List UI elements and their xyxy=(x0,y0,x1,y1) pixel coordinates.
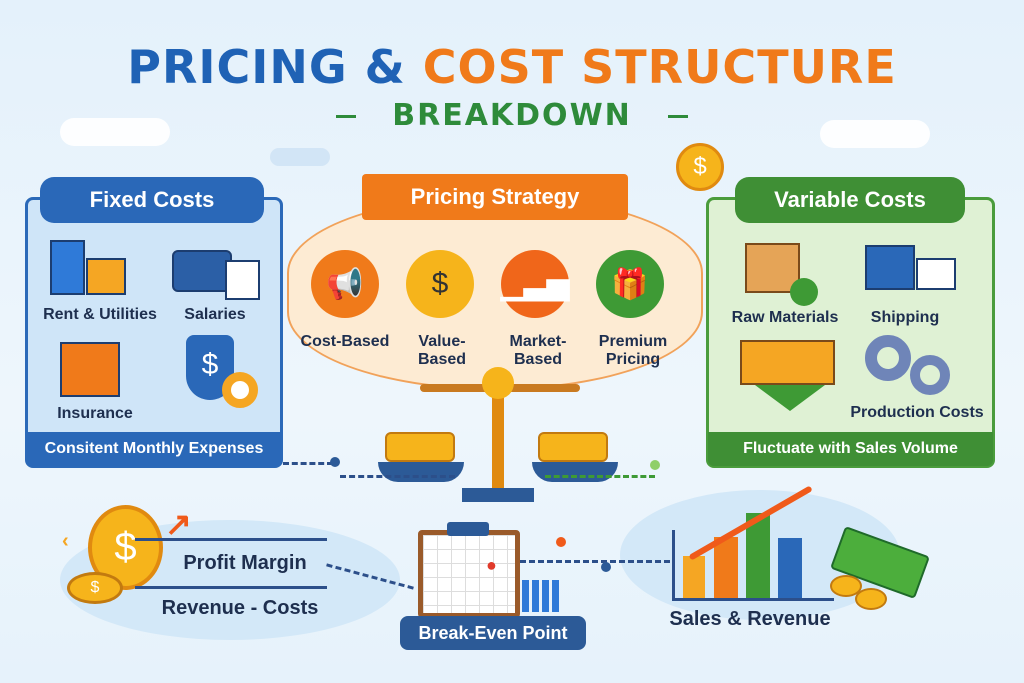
rent-utilities-label: Rent & Utilities xyxy=(43,306,157,323)
up-arrow-icon: ↗ xyxy=(165,506,192,542)
connector-line xyxy=(520,560,670,563)
scale-pan xyxy=(532,462,618,482)
premium-pricing-label: Premium Pricing xyxy=(598,333,668,368)
gears-icon xyxy=(865,335,911,381)
variable-costs-footer: Fluctuate with Sales Volume xyxy=(708,432,993,466)
dollar-coin-icon: $ xyxy=(676,143,724,191)
down-arrow-icon xyxy=(755,385,825,411)
sales-chart-axis xyxy=(672,598,834,601)
insurance-label: Insurance xyxy=(57,405,133,422)
cloud xyxy=(60,118,170,146)
market-based-label: Market-Based xyxy=(509,333,567,368)
sales-bar xyxy=(746,513,770,598)
truck-icon xyxy=(865,245,915,290)
title-part-2: COST STRUCTURE xyxy=(422,40,897,94)
production-costs-label: Production Costs xyxy=(850,404,984,421)
scale-knob xyxy=(482,367,514,399)
cost-based-label: Cost-Based xyxy=(300,333,390,350)
produce-crates-icon xyxy=(740,340,835,385)
connector-line xyxy=(340,475,455,478)
buildings-icon xyxy=(50,240,85,295)
sales-chart-axis xyxy=(672,530,675,600)
variable-costs-title: Variable Costs xyxy=(735,177,965,223)
profit-margin-label: Profit Margin xyxy=(183,552,307,574)
cloud xyxy=(270,148,330,166)
title-part-1: PRICING & xyxy=(127,40,406,94)
truck-cab xyxy=(916,258,956,290)
fixed-costs-footer: Consitent Monthly Expenses xyxy=(27,432,281,466)
connector-dot xyxy=(330,457,340,467)
document-icon xyxy=(225,260,260,300)
connector-dot xyxy=(601,562,611,572)
briefcase-icon xyxy=(172,250,232,292)
sales-bar xyxy=(714,537,738,598)
divider xyxy=(135,586,327,589)
clipboard-chart-icon xyxy=(418,530,520,618)
bar-chart-icon xyxy=(522,580,562,612)
connector-line xyxy=(283,462,333,465)
fixed-costs-panel xyxy=(25,197,283,468)
break-even-point-label: Break-Even Point xyxy=(400,616,586,650)
variable-costs-panel xyxy=(706,197,995,468)
coin-icon xyxy=(830,575,862,597)
megaphone-icon: 📢 xyxy=(311,250,379,318)
produce-icon xyxy=(790,278,818,306)
coin-icon: $ xyxy=(67,572,123,604)
price-tag-icon: $ xyxy=(406,250,474,318)
scale-base xyxy=(462,488,534,502)
gift-icon: 🎁 xyxy=(596,250,664,318)
coin-stack-icon xyxy=(538,432,608,462)
clipboard-clip xyxy=(447,522,489,536)
gears-icon xyxy=(910,355,950,395)
salaries-label: Salaries xyxy=(184,306,246,323)
raw-materials-label: Raw Materials xyxy=(731,309,839,326)
divider xyxy=(135,538,327,541)
scale-icon xyxy=(492,380,504,490)
revenue-costs-label: Revenue - Costs xyxy=(161,597,319,619)
bar-chart-icon: ▁▃▅ xyxy=(500,250,570,318)
page-title: PRICING & COST STRUCTURE xyxy=(0,40,1024,94)
buildings-icon-side xyxy=(86,258,126,295)
connector-dot xyxy=(556,537,566,547)
value-based-label: Value-Based xyxy=(417,333,467,368)
sales-revenue-label: Sales & Revenue xyxy=(669,608,831,630)
divider xyxy=(668,115,688,118)
connector-dot xyxy=(650,460,660,470)
office-building-icon xyxy=(60,342,120,397)
coin-stack-icon xyxy=(385,432,455,462)
divider xyxy=(336,115,356,118)
sales-bar xyxy=(683,556,705,598)
coin-icon xyxy=(855,588,887,610)
gear-icon xyxy=(222,372,258,408)
location-pin-icon: ● xyxy=(486,555,497,575)
cloud xyxy=(820,120,930,148)
shipping-label: Shipping xyxy=(870,309,940,326)
scale-pan xyxy=(378,462,464,482)
pricing-strategy-title: Pricing Strategy xyxy=(362,174,628,220)
page-subtitle: BREAKDOWN xyxy=(392,98,632,133)
sales-bar xyxy=(778,538,802,598)
connector-line xyxy=(545,475,655,478)
fixed-costs-title: Fixed Costs xyxy=(40,177,264,223)
chevron-left-icon: ‹ xyxy=(62,530,69,552)
